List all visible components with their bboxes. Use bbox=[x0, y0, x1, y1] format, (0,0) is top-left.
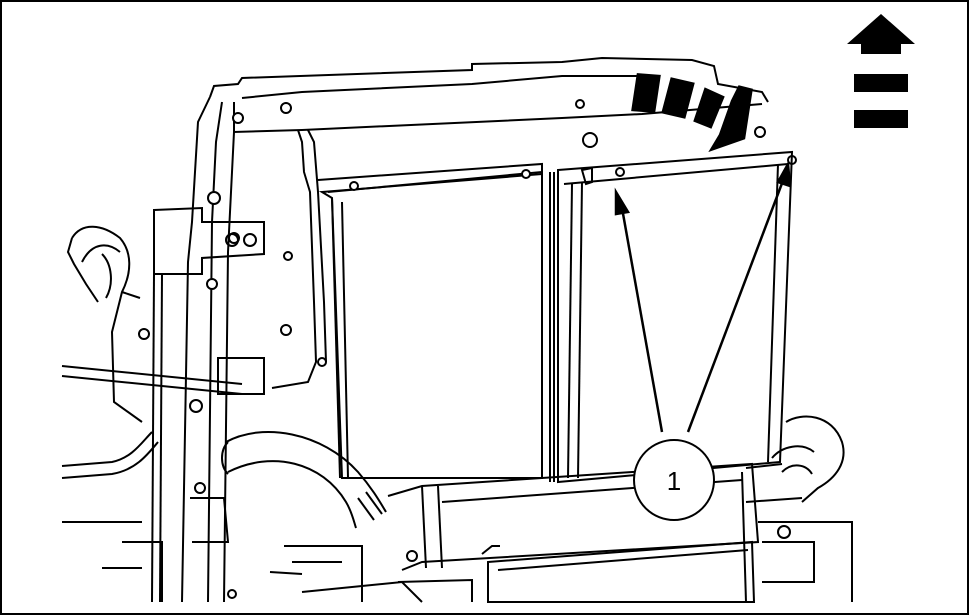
lower-hose bbox=[221, 431, 387, 529]
callout-bubble-1: 1 bbox=[633, 439, 715, 521]
coolant-tube bbox=[61, 365, 243, 523]
right-radiator-core bbox=[549, 150, 797, 484]
callout-leaders bbox=[614, 159, 792, 433]
mounting-bracket bbox=[151, 206, 265, 603]
fastener-screws bbox=[138, 99, 791, 599]
frame-outline bbox=[181, 56, 769, 603]
left-radiator-core bbox=[317, 162, 543, 479]
callout-label-1: 1 bbox=[667, 466, 681, 496]
right-hose bbox=[745, 415, 845, 503]
upper-hose bbox=[66, 225, 143, 423]
lower-frame bbox=[102, 497, 473, 603]
up-arrow-with-bars-icon bbox=[847, 14, 915, 128]
